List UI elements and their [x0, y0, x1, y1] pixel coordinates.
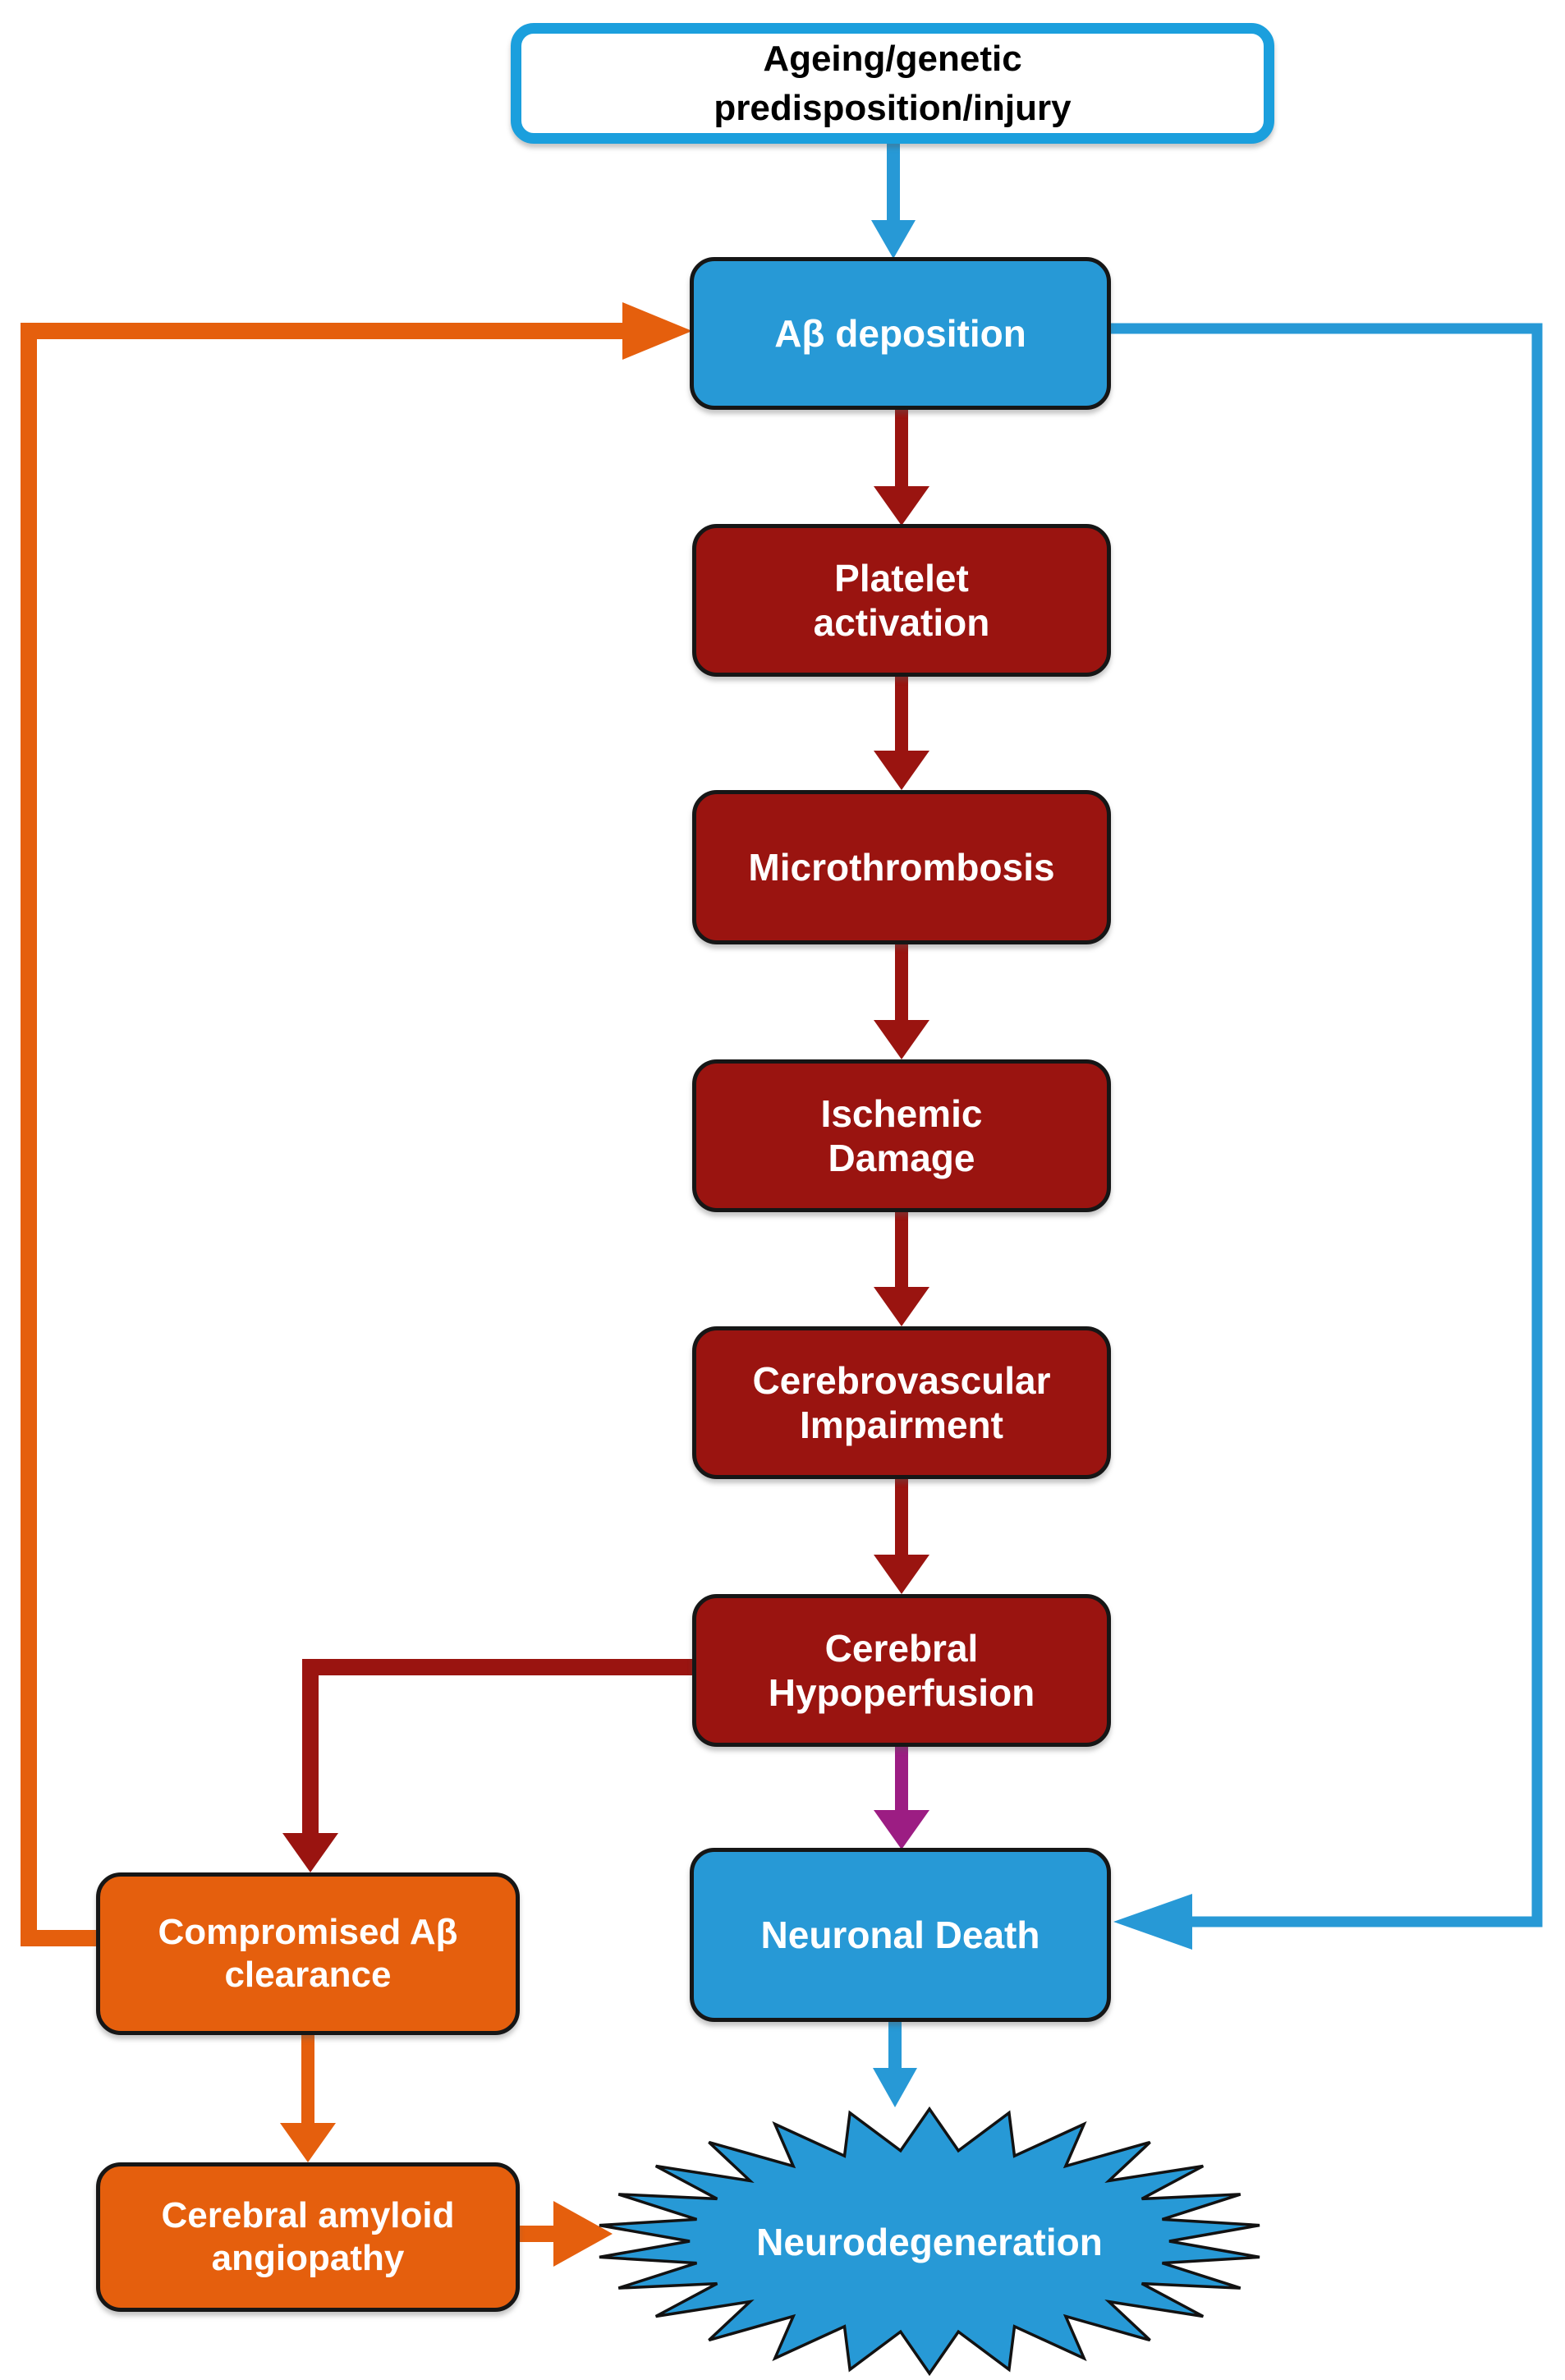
node-compromised-ab-clearance-label: Compromised Aβ clearance [158, 1912, 458, 1995]
node-ischemic-damage: Ischemic Damage [692, 1059, 1111, 1212]
edge-compromised-to-angiopathy-arrowhead [280, 2123, 336, 2162]
node-microthrombosis-label: Microthrombosis [748, 845, 1055, 889]
node-ab-deposition: Aβ deposition [690, 257, 1111, 410]
edge-hypoperfusion-to-neuronaldeath-arrowhead [874, 1810, 929, 1849]
node-cerebral-amyloid-angiopathy: Cerebral amyloid angiopathy [96, 2162, 520, 2312]
node-cerebral-amyloid-angiopathy-label: Cerebral amyloid angiopathy [161, 2195, 455, 2278]
edge-hypoperfusion-to-compromised [302, 1659, 694, 1835]
node-cerebrovascular-impairment-label: Cerebrovascular Impairment [752, 1358, 1051, 1446]
edge-ischemic-to-cerebrovascular-arrowhead [874, 1287, 929, 1326]
node-neurodegeneration-label: Neurodegeneration [756, 2221, 1103, 2263]
node-neuronal-death-label: Neuronal Death [760, 1913, 1040, 1956]
edge-abdeposition-to-neuronaldeath [1111, 323, 1543, 1927]
node-ab-deposition-label: Aβ deposition [774, 311, 1026, 355]
edge-angiopathy-to-neurodegeneration-arrowhead [553, 2201, 613, 2267]
node-cerebral-hypoperfusion-label: Cerebral Hypoperfusion [768, 1626, 1035, 1714]
edge-platelet-to-microthrombosis-arrowhead [874, 751, 929, 790]
node-microthrombosis: Microthrombosis [692, 790, 1111, 944]
node-compromised-ab-clearance: Compromised Aβ clearance [96, 1872, 520, 2035]
node-ischemic-damage-label: Ischemic Damage [820, 1091, 983, 1179]
node-neuronal-death: Neuronal Death [690, 1848, 1111, 2022]
edge-hypoperfusion-to-compromised-arrowhead [282, 1833, 338, 1872]
node-platelet-activation-label: Platelet activation [813, 556, 990, 644]
node-cerebrovascular-impairment: Cerebrovascular Impairment [692, 1326, 1111, 1479]
node-cerebral-hypoperfusion: Cerebral Hypoperfusion [692, 1594, 1111, 1747]
edge-abdeposition-to-neuronaldeath-arrowhead [1113, 1894, 1192, 1950]
edge-abdeposition-to-platelet-arrowhead [874, 486, 929, 526]
edge-microthrombosis-to-ischemic-arrowhead [874, 1020, 929, 1059]
node-platelet-activation: Platelet activation [692, 524, 1111, 677]
neurodegeneration-star [599, 2106, 1260, 2377]
node-ageing-label: Ageing/genetic predisposition/injury [714, 39, 1072, 128]
edge-compromised-to-abdeposition [21, 323, 624, 1946]
node-ageing-predisposition-injury: Ageing/genetic predisposition/injury [511, 23, 1274, 144]
edge-ageing-to-abdeposition-arrowhead [871, 220, 916, 259]
edge-compromised-to-abdeposition-arrowhead [622, 302, 692, 360]
edge-cerebrovascular-to-hypoperfusion-arrowhead [874, 1555, 929, 1594]
edge-neuronaldeath-to-neurodegeneration-arrowhead [873, 2068, 917, 2107]
